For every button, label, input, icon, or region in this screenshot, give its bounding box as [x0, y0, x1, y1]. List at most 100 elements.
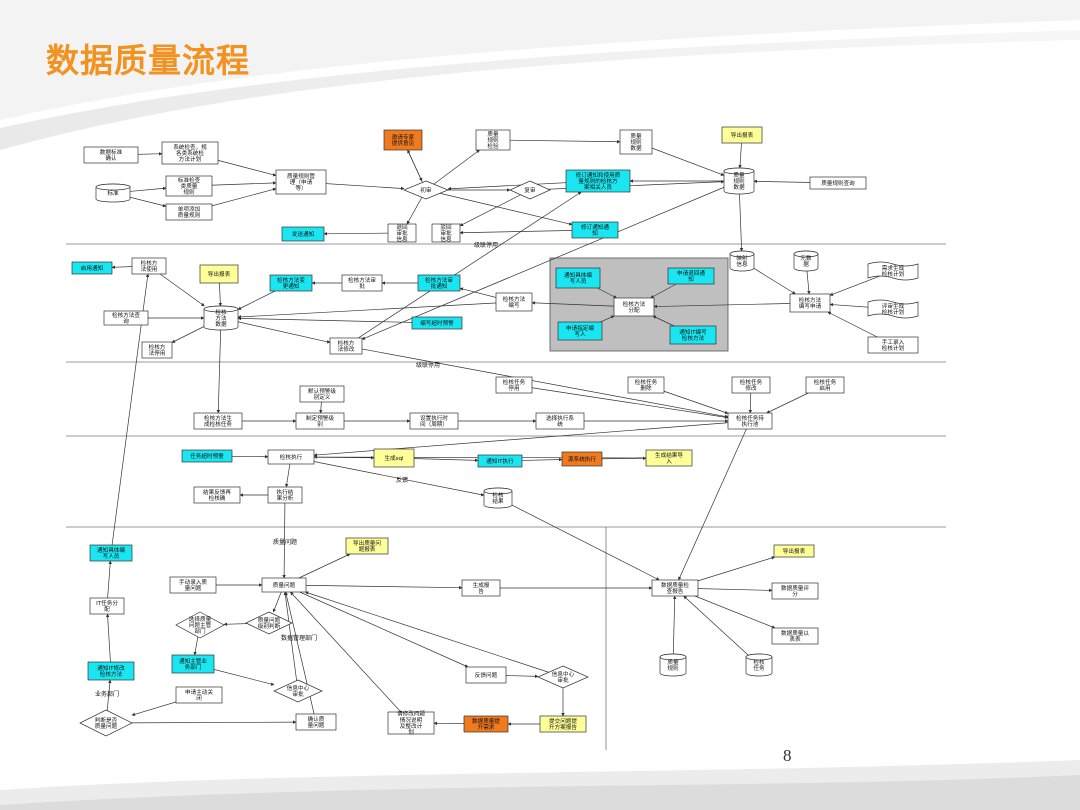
- node-chk: 检核方法审批: [341, 274, 383, 292]
- node-resdb: 检核结果: [483, 487, 513, 509]
- node-label: 级联停用: [474, 241, 498, 249]
- node-label: 手工录入检核计划: [882, 338, 905, 352]
- node-label: 判断是否质量问题: [95, 716, 118, 730]
- node-label: 数据标准确认: [100, 148, 123, 162]
- node-assign: 检核方法分配: [613, 297, 655, 317]
- node-label: 反馈: [396, 476, 408, 484]
- node-analy: 执行结果分析: [267, 486, 303, 504]
- node-label: 选择质量问题主管部门: [189, 615, 212, 635]
- node-label: 质量规则数据: [733, 171, 745, 191]
- node-label: 申请退回通知: [677, 269, 705, 283]
- node-label: 需求生成检核计划: [882, 264, 905, 278]
- node-export1: 导出报表: [721, 126, 763, 144]
- node-ruledb: 质量规则数据: [723, 167, 755, 195]
- node-apply: 启用通知: [71, 261, 113, 275]
- node-d1: 初审: [403, 180, 449, 200]
- node-label: 质量规则管理（申请等）: [287, 172, 315, 192]
- node-label: 通知具体编写人员: [97, 546, 125, 560]
- node-label: 检核方法查询: [112, 311, 140, 325]
- node-label: 导出报表: [731, 131, 754, 139]
- node-label: 质量规则检验: [487, 130, 499, 150]
- node-p3: 手工录入检核计划: [867, 336, 919, 354]
- node-label: 检核结果: [492, 491, 504, 505]
- node-label: 检核执行: [280, 453, 303, 461]
- node-std: 数据标准确认: [83, 146, 139, 164]
- node-sql: 生成sql: [373, 448, 415, 468]
- node-d7: 判断是否质量问题: [79, 709, 133, 737]
- node-label: 数据质量检查报告: [661, 581, 689, 595]
- node-ntf1: 通知具体编写人员: [555, 267, 601, 289]
- node-sugg: 数据质量提升需求: [463, 715, 509, 733]
- node-case: 请修改问题情况说明及整改计划: [387, 710, 435, 736]
- node-taskdel: 检核任务删除: [627, 376, 665, 394]
- node-label: 系统检查，规各类系统检方法计划: [173, 143, 207, 163]
- node-label: 质量问题: [273, 538, 297, 546]
- node-notify: 发送通知: [281, 226, 325, 242]
- edge-11: [425, 149, 480, 191]
- edge-91: [284, 591, 317, 723]
- node-ruleq: 质量规则查询: [809, 176, 867, 190]
- node-label: 手动录入质量问题: [179, 578, 207, 592]
- node-label: 检核任务停用: [503, 378, 526, 392]
- node-label: 生成结果导入: [655, 451, 683, 465]
- node-label: 检核方法编写申请: [799, 296, 822, 310]
- edge-59: [345, 345, 729, 419]
- node-import: 生成结果导入: [645, 449, 693, 467]
- node-submit: 提交问题提升方案报告: [539, 715, 587, 733]
- edge-97: [304, 591, 564, 678]
- edge-32: [237, 301, 515, 319]
- node-label: 执行结果分析: [277, 488, 294, 502]
- node-ittask: IT任务分配: [89, 597, 125, 615]
- node-label: 请修改问题情况说明及整改计划: [397, 710, 425, 736]
- node-issue: 质量问题: [261, 577, 307, 593]
- node-label: 邀请专家提供意见: [392, 133, 415, 147]
- edge-49: [216, 317, 222, 414]
- node-label: 生成sql: [384, 454, 404, 462]
- node-lbl1: 级联停用: [474, 241, 498, 249]
- node-revise: 修订通知和使用质量规则的检核方案相关人员: [565, 169, 631, 193]
- edge-88: [105, 613, 112, 672]
- node-label: 设置执行时间（周期）: [420, 414, 448, 428]
- node-label: 导出报表: [783, 547, 806, 555]
- edge-55: [513, 384, 729, 419]
- node-ntf3: 申请指定编写人: [557, 321, 603, 341]
- node-back1: 退回审批信息: [387, 223, 417, 243]
- node-report: 生成报告: [461, 579, 501, 597]
- node-label: 质量规则: [667, 658, 679, 672]
- node-exec: 检核执行: [267, 449, 315, 465]
- node-stop: 检核方法停用: [141, 341, 173, 359]
- node-chgn: 检核方法审批通知: [417, 274, 461, 292]
- node-lbl5: 数据管理部门: [281, 634, 317, 642]
- node-label: 制定预警级别: [306, 414, 334, 428]
- edge-71: [678, 420, 751, 581]
- node-label: 通知IT修改检核方法: [97, 664, 125, 678]
- node-label: 申请主动关闭: [185, 688, 213, 702]
- edge-72: [282, 494, 286, 579]
- edge-98: [283, 584, 469, 668]
- node-ntf2: 申请退回通知: [667, 267, 715, 285]
- node-fbissue: 反馈问题: [465, 666, 507, 684]
- edge-92: [290, 591, 412, 724]
- node-label: 编写超时预警: [420, 319, 454, 327]
- node-label: 级联停用: [416, 361, 440, 369]
- node-qtask: 检核任务: [745, 653, 773, 677]
- node-p2: 评审生成检核计划: [867, 299, 919, 319]
- edge-46: [220, 317, 331, 344]
- node-label: 导出报表: [208, 270, 231, 278]
- node-lbl2: 级联停用: [416, 361, 440, 369]
- node-label: 检核任务待执行池: [736, 414, 764, 428]
- node-label: 源系统执行: [568, 455, 596, 463]
- node-map: 映射信息: [729, 250, 755, 272]
- node-ntfperson: 通知具体编写人员: [89, 544, 133, 562]
- node-lbl3: 质量问题: [273, 538, 297, 546]
- node-ruleck: 质量规则检验: [475, 129, 511, 151]
- node-label: 检核任务: [753, 658, 765, 672]
- node-itexec: 通知IT执行: [477, 454, 523, 468]
- node-label: 任务超时预警: [190, 452, 224, 460]
- node-d4: 质量问题级别判断: [245, 611, 293, 635]
- node-label: 检核方法生成检核任务: [204, 414, 232, 428]
- node-dqtrend: 数据质量以表表: [771, 627, 819, 645]
- node-label: IT任务分配: [96, 599, 118, 613]
